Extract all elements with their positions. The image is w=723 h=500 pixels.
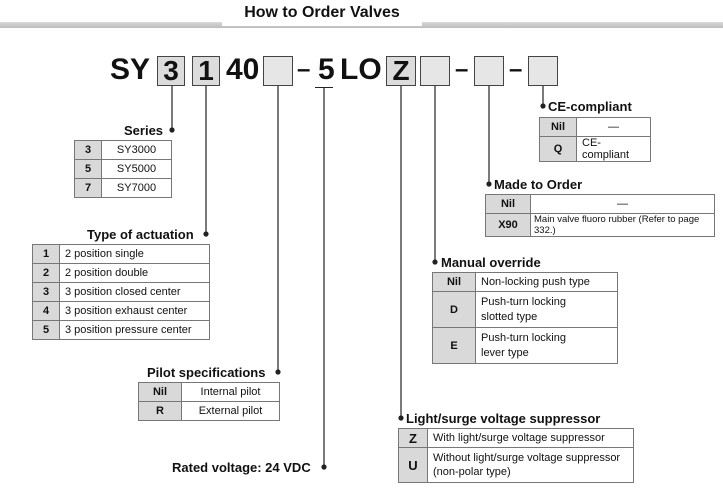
actuation-value: 3 position closed center	[59, 282, 210, 302]
actuation-key: 4	[32, 301, 60, 321]
page-title: How to Order Valves	[222, 4, 422, 22]
ce-value: CE-compliant	[576, 136, 651, 162]
override-value-line2: slotted type	[481, 310, 538, 323]
made-to-order-value: —	[530, 194, 715, 214]
override-key: D	[432, 291, 476, 328]
actuation-key: 5	[32, 320, 60, 340]
actuation-value: 2 position single	[59, 244, 210, 264]
code-voltage-underline	[315, 87, 333, 88]
made-to-order-label: Made to Order	[494, 177, 583, 192]
code-series-box: 3	[157, 56, 185, 86]
suppressor-value-line2: (non-polar type)	[433, 466, 511, 478]
code-prefix: SY	[110, 53, 151, 86]
code-dash-3: –	[509, 56, 523, 83]
actuation-key: 1	[32, 244, 60, 264]
code-suppressor-box: Z	[386, 56, 416, 86]
pilot-key: R	[138, 401, 182, 421]
pilot-key: Nil	[138, 382, 182, 402]
code-actuation-box: 1	[192, 56, 220, 86]
ce-key: Nil	[539, 117, 577, 137]
voltage-label: Rated voltage: 24 VDC	[172, 460, 311, 475]
made-to-order-key: Nil	[485, 194, 531, 214]
ce-label: CE-compliant	[548, 99, 632, 114]
series-key: 3	[74, 140, 102, 160]
code-made-to-order-box	[474, 56, 504, 86]
code-pilot-box	[263, 56, 293, 86]
suppressor-label: Light/surge voltage suppressor	[406, 411, 601, 426]
suppressor-key: U	[398, 447, 428, 483]
actuation-key: 3	[32, 282, 60, 302]
override-key: E	[432, 327, 476, 364]
suppressor-value: With light/surge voltage suppressor	[427, 428, 634, 448]
override-value-line2: lever type	[481, 346, 529, 359]
made-to-order-value: Main valve fluoro rubber (Refer to page …	[530, 213, 715, 237]
series-key: 7	[74, 178, 102, 198]
code-voltage: 5	[318, 53, 335, 86]
code-ce-box	[528, 56, 558, 86]
ce-value: —	[576, 117, 651, 137]
suppressor-value: Without light/surge voltage suppressor (n…	[427, 447, 634, 483]
series-value: SY7000	[101, 178, 172, 198]
code-lo: LO	[340, 53, 382, 86]
table-row: Nil—	[485, 194, 715, 214]
pilot-value: External pilot	[181, 401, 280, 421]
override-value-line1: Push-turn locking	[481, 331, 566, 344]
actuation-value: 2 position double	[59, 263, 210, 283]
override-label: Manual override	[441, 255, 541, 270]
ce-key: Q	[539, 136, 577, 162]
series-value: SY3000	[101, 140, 172, 160]
suppressor-value-line1: Without light/surge voltage suppressor	[433, 452, 621, 464]
series-label: Series	[124, 123, 164, 138]
series-value: SY5000	[101, 159, 172, 179]
override-value: Push-turn locking lever type	[475, 327, 618, 364]
actuation-value: 3 position exhaust center	[59, 301, 210, 321]
override-value: Non-locking push type	[475, 272, 618, 292]
made-to-order-key: X90	[485, 213, 531, 237]
code-dash-1: –	[297, 56, 311, 83]
table-row: E Push-turn locking lever type	[432, 327, 618, 364]
table-row: Nil—	[539, 117, 651, 137]
code-dash-2: –	[455, 56, 469, 83]
actuation-key: 2	[32, 263, 60, 283]
pilot-value: Internal pilot	[181, 382, 280, 402]
actuation-value: 3 position pressure center	[59, 320, 210, 340]
pilot-label: Pilot specifications	[147, 365, 266, 380]
table-row: U Without light/surge voltage suppressor (…	[398, 447, 634, 483]
code-port: 40	[226, 53, 260, 86]
override-value-line1: Push-turn locking	[481, 295, 566, 308]
series-key: 5	[74, 159, 102, 179]
table-row: D Push-turn locking slotted type	[432, 291, 618, 328]
code-override-box	[420, 56, 450, 86]
suppressor-key: Z	[398, 428, 428, 448]
actuation-label: Type of actuation	[87, 227, 194, 242]
override-key: Nil	[432, 272, 476, 292]
override-value: Push-turn locking slotted type	[475, 291, 618, 328]
